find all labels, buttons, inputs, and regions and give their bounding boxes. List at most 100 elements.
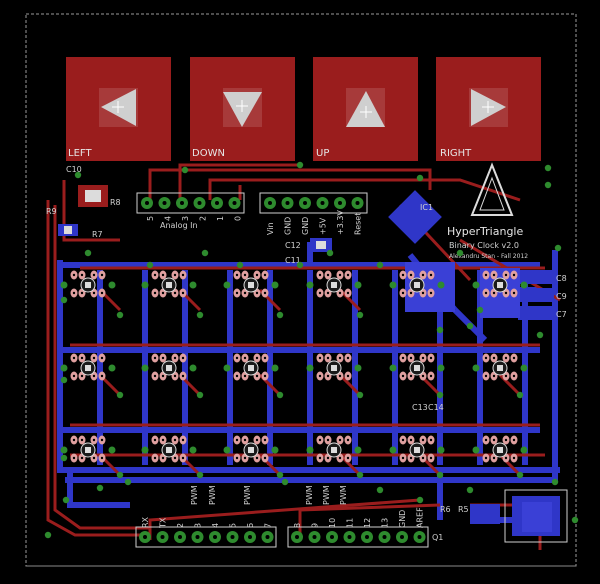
- led-cell: [306, 353, 362, 381]
- via: [60, 376, 68, 384]
- header-pin-label: 2: [176, 523, 185, 528]
- right-capacitors: C8 C9 C7: [518, 270, 567, 320]
- header-pin-label: 9: [311, 523, 320, 528]
- header-pin-label: 5: [229, 523, 238, 528]
- button-right-label: RIGHT: [440, 148, 472, 159]
- via: [62, 496, 70, 504]
- power-jack[interactable]: R6 R5 Q1: [432, 489, 568, 543]
- header-pin-label: 7: [264, 523, 273, 528]
- header-pin-label: GND: [398, 510, 407, 528]
- button-left[interactable]: LEFT: [66, 57, 171, 161]
- designator-r8: R8: [110, 198, 121, 207]
- board-title: HyperTriangle: [447, 225, 523, 238]
- via: [416, 174, 424, 182]
- via: [74, 171, 82, 179]
- via: [456, 249, 464, 257]
- led-cell: [306, 435, 362, 463]
- designator-c8: C8: [556, 274, 567, 283]
- header-pin-label: 10: [328, 518, 337, 528]
- via: [276, 391, 284, 399]
- header-pin-label: TX: [159, 517, 168, 529]
- via: [416, 496, 424, 504]
- designator-c12: C12: [285, 241, 301, 250]
- button-down-label: DOWN: [192, 148, 225, 159]
- led-cell: [223, 270, 279, 298]
- pwm-label: PWM: [190, 485, 199, 505]
- designator-c10: C10: [66, 165, 82, 174]
- via: [296, 261, 304, 269]
- led-cell: [306, 270, 362, 298]
- via: [326, 249, 334, 257]
- via: [536, 331, 544, 339]
- vias: [44, 161, 579, 539]
- button-left-label: LEFT: [68, 148, 92, 159]
- top-left-components: C10 R8 R9 R7: [46, 165, 121, 239]
- header-pin-label: 1: [216, 216, 225, 221]
- via: [436, 391, 444, 399]
- pwm-label: PWM: [322, 485, 331, 505]
- pwm-labels: PWM PWM PWM PWM PWM PWM: [190, 485, 348, 505]
- board-author: Alexandru Stan - Fall 2012: [449, 253, 528, 260]
- led-cell: [141, 270, 197, 298]
- header-pin-label: +3.3V: [336, 210, 345, 235]
- via: [436, 326, 444, 334]
- header-pin-label: 3: [181, 216, 190, 221]
- hypertriangle-logo-icon: [470, 162, 514, 216]
- designator-ic1: IC1: [420, 203, 433, 212]
- header-analog-label: Analog In: [160, 221, 198, 230]
- led-cell: [389, 353, 445, 381]
- board-title-block: HyperTriangle Binary Clock v2.0 Alexandr…: [447, 162, 528, 260]
- led-cell: [141, 353, 197, 381]
- pwm-label: PWM: [208, 485, 217, 505]
- via: [476, 306, 484, 314]
- designator-r7: R7: [92, 230, 103, 239]
- via: [276, 311, 284, 319]
- header-pin-label: AREF: [416, 507, 425, 528]
- designator-r9: R9: [46, 207, 57, 216]
- via: [116, 471, 124, 479]
- led-cell: [472, 353, 528, 381]
- led-cell: [60, 270, 116, 298]
- via: [376, 486, 384, 494]
- header-pin-label: RX: [141, 516, 150, 528]
- pwm-label: PWM: [243, 485, 252, 505]
- header-pin-label: 13: [381, 518, 390, 528]
- header-pin-label: 4: [164, 216, 173, 221]
- header-pin-label: 8: [293, 523, 302, 528]
- designator-c7: C7: [556, 310, 567, 319]
- via: [554, 244, 562, 252]
- via: [84, 249, 92, 257]
- pwm-label: PWM: [305, 485, 314, 505]
- via: [146, 261, 154, 269]
- designator-r6: R6: [440, 505, 451, 514]
- led-cell: [389, 270, 445, 298]
- header-pin-label: Reset: [354, 213, 363, 235]
- via: [44, 531, 52, 539]
- button-down[interactable]: DOWN: [190, 57, 295, 161]
- button-up[interactable]: UP: [313, 57, 418, 161]
- via: [356, 471, 364, 479]
- designator-c11: C11: [285, 256, 301, 265]
- via: [436, 471, 444, 479]
- header-pin-label: 0: [234, 216, 243, 221]
- led-cell: [389, 435, 445, 463]
- via: [196, 391, 204, 399]
- via: [544, 164, 552, 172]
- via: [116, 391, 124, 399]
- led-cell: [472, 435, 528, 463]
- header-pin-label: GND: [301, 217, 310, 235]
- header-pin-label: 3: [194, 523, 203, 528]
- led-cell: [60, 435, 116, 463]
- button-right[interactable]: RIGHT: [436, 57, 541, 161]
- header-pin-label: 12: [363, 518, 372, 528]
- via: [196, 471, 204, 479]
- via: [60, 296, 68, 304]
- header-pin-label: 2: [199, 216, 208, 221]
- pwm-label: PWM: [339, 485, 348, 505]
- via: [116, 311, 124, 319]
